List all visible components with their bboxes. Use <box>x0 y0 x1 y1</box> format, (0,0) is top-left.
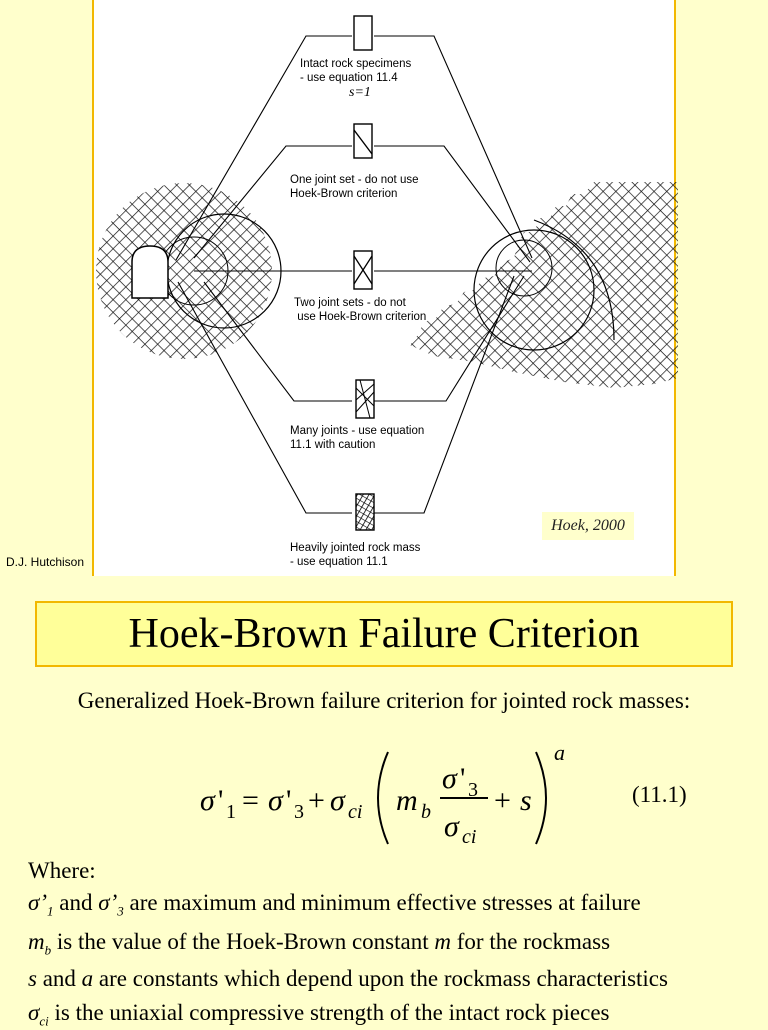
specimen-intact <box>353 15 373 51</box>
svg-text:+: + <box>308 784 325 817</box>
svg-text:ci: ci <box>462 826 476 848</box>
specimen-many-joints <box>355 379 375 419</box>
heavily-jointed-label-2: - use equation 11.1 <box>290 556 388 568</box>
connector-lines <box>175 35 533 514</box>
intact-label-3: s=1 <box>349 85 371 100</box>
hoek-brown-equation: σ ' 1 = σ ' 3 + σ ci m b σ ' 3 σ ci + s … <box>200 740 565 848</box>
svg-text:1: 1 <box>226 801 236 823</box>
one-joint-label-1: One joint set - do not use <box>290 174 419 186</box>
many-joints-label-1: Many joints - use equation <box>290 425 425 437</box>
svg-text:': ' <box>286 784 291 817</box>
two-joint-label-2: use Hoek-Brown criterion <box>294 311 427 323</box>
svg-text:σ: σ <box>268 784 284 817</box>
equation-number: (11.1) <box>632 782 687 807</box>
right-rock-slope <box>410 182 678 388</box>
tunnel-opening <box>131 245 169 299</box>
svg-text:': ' <box>460 762 465 795</box>
specimen-one-joint <box>353 123 373 159</box>
definition-sigma-ci: σci is the uniaxial compressive strength… <box>28 1000 610 1029</box>
specimen-heavily-jointed <box>355 493 375 531</box>
svg-text:s: s <box>520 784 532 817</box>
definition-mb: mb is the value of the Hoek-Brown consta… <box>28 929 611 958</box>
heavily-jointed-label-1: Heavily jointed rock mass <box>290 542 421 554</box>
diagram-graphics <box>96 15 678 531</box>
where-label: Where: <box>28 858 96 883</box>
left-rock-mass <box>96 183 272 359</box>
intro-text: Generalized Hoek-Brown failure criterion… <box>77 688 691 713</box>
figure-credit: Hoek, 2000 <box>542 512 634 540</box>
right-zone-circle <box>473 229 595 351</box>
svg-text:σ: σ <box>444 810 460 843</box>
author-credit: D.J. Hutchison <box>6 555 85 569</box>
svg-text:σ: σ <box>200 784 216 817</box>
definition-s-a: s and a are constants which depend upon … <box>28 966 668 991</box>
svg-text:': ' <box>218 784 223 817</box>
svg-text:a: a <box>554 740 565 765</box>
svg-text:b: b <box>421 801 431 823</box>
svg-text:ci: ci <box>348 801 362 823</box>
svg-text:3: 3 <box>468 779 478 801</box>
right-outer-arc <box>533 219 615 341</box>
many-joints-label-2: 11.1 with caution <box>290 439 376 451</box>
intact-label-1: Intact rock specimens <box>300 58 412 70</box>
slide-title: Hoek-Brown Failure Criterion <box>35 601 733 667</box>
svg-text:+: + <box>494 784 511 817</box>
svg-text:m: m <box>396 784 418 817</box>
svg-text:σ: σ <box>330 784 346 817</box>
svg-text:σ: σ <box>442 762 458 795</box>
rock-mass-diagram: Intact rock specimens - use equation 11.… <box>92 0 678 576</box>
svg-text:3: 3 <box>294 801 304 823</box>
definition-sigma: σ’1 and σ’3 are maximum and minimum effe… <box>28 890 641 919</box>
one-joint-label-2: Hoek-Brown criterion <box>290 188 398 200</box>
intact-label-2: - use equation 11.4 <box>300 72 398 84</box>
svg-text:=: = <box>242 784 259 817</box>
specimen-two-joints <box>353 250 373 290</box>
two-joint-label-1: Two joint sets - do not <box>294 297 406 309</box>
